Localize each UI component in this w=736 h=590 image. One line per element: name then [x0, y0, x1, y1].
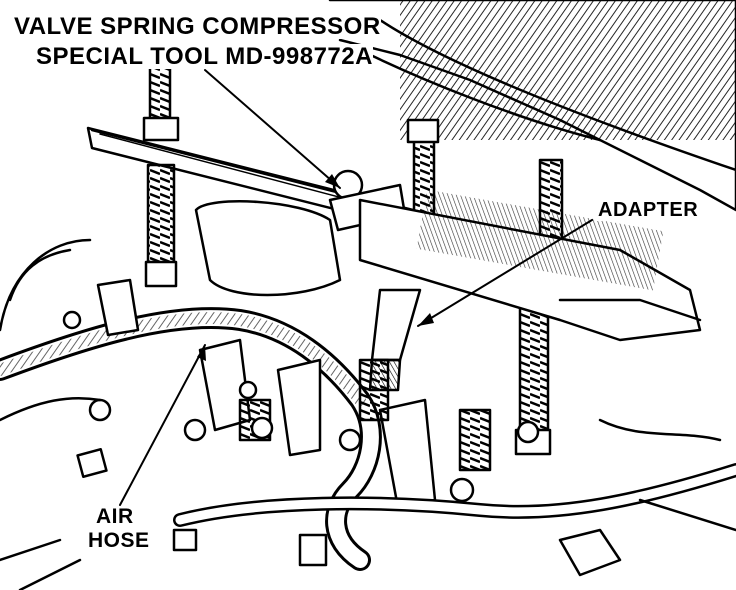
air-hose-label-line1: AIR	[96, 505, 134, 529]
lower-components	[76, 448, 622, 577]
tool-name-label: VALVE SPRING COMPRESSOR	[14, 13, 381, 40]
leader-air-hose	[119, 344, 206, 506]
valve-cover	[194, 189, 702, 342]
wheel-well	[0, 238, 102, 422]
air-hose-label-line2: HOSE	[88, 529, 150, 553]
hood-panel	[328, 0, 736, 212]
adapter-label: ADAPTER	[596, 199, 701, 221]
wiring-harness	[0, 418, 736, 590]
head-bolts	[62, 310, 540, 503]
spark-plug-tubes	[96, 278, 437, 510]
leader-lines	[119, 69, 593, 506]
leader-adapter	[417, 219, 593, 327]
tool-number-label: SPECIAL TOOL MD-998772A	[36, 43, 373, 70]
left-threaded-stud	[142, 58, 180, 288]
leader-tool	[204, 69, 341, 189]
